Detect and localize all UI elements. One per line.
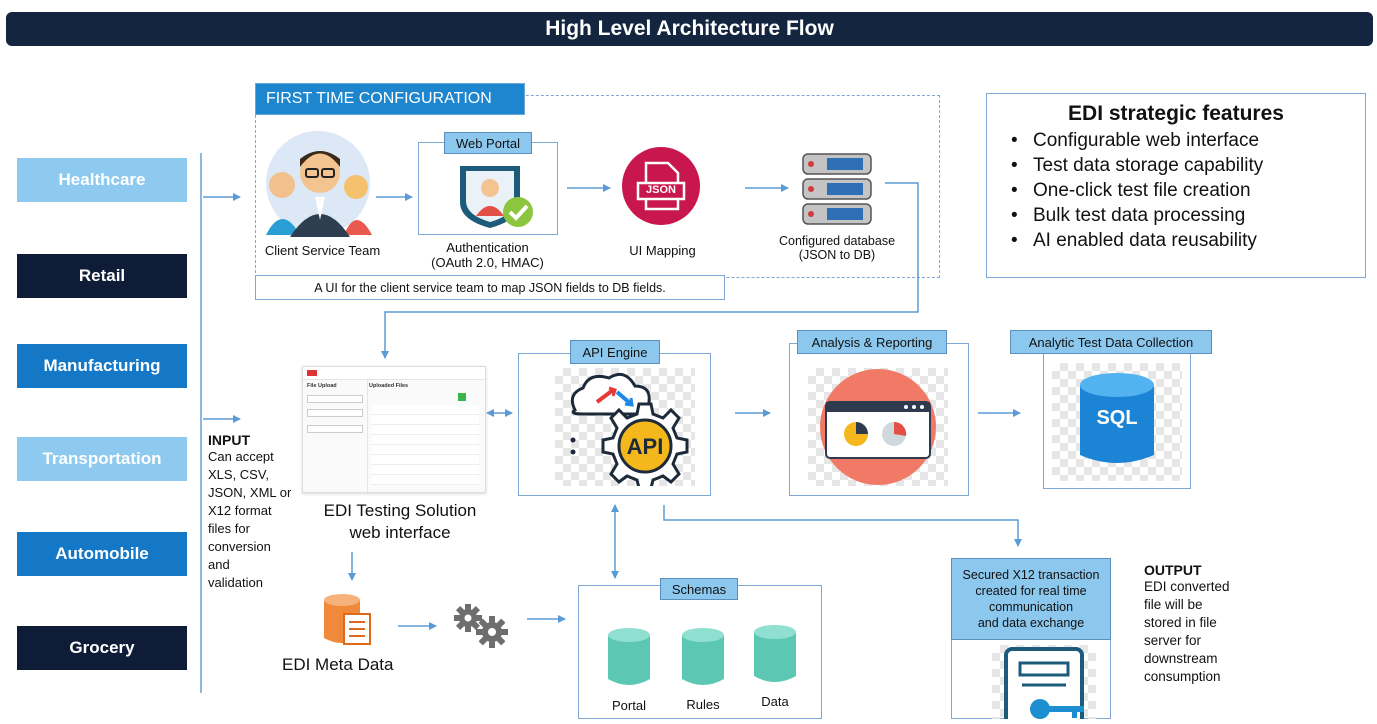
industry-manufacturing[interactable]: Manufacturing	[17, 344, 187, 388]
industry-retail[interactable]: Retail	[17, 254, 187, 298]
output-line: server for	[1144, 633, 1202, 648]
feature-item: AI enabled data reusability	[1011, 228, 1365, 253]
ui-mapping-label: UI Mapping	[629, 243, 696, 258]
mock-topbar	[303, 367, 485, 380]
feature-item: One-click test file creation	[1011, 178, 1365, 203]
page-title: High Level Architecture Flow	[6, 12, 1373, 46]
secured-line: and data exchange	[977, 616, 1085, 630]
config-note: A UI for the client service team to map …	[255, 275, 725, 300]
authentication-shield-icon	[452, 160, 542, 230]
strategic-features-heading: EDI strategic features	[1068, 102, 1284, 125]
configured-database-line2: (JSON to DB)	[798, 248, 876, 262]
meta-data-icon	[320, 592, 375, 647]
edi-meta-data-label: EDI Meta Data	[282, 655, 394, 674]
schema-data-label: Data	[761, 694, 789, 709]
secured-line: communication	[988, 600, 1074, 614]
analytic-collection-label: Analytic Test Data Collection	[1010, 330, 1212, 354]
secured-line: Secured X12 transaction	[962, 568, 1100, 582]
output-line: EDI converted	[1144, 579, 1230, 594]
json-icon-text: JSON	[646, 184, 676, 196]
mock-add-button-icon	[458, 393, 466, 401]
client-service-team-icon	[260, 125, 380, 240]
industry-grocery[interactable]: Grocery	[17, 626, 187, 670]
input-description: INPUT Can accept XLS, CSV, JSON, XML or …	[208, 432, 303, 592]
configured-database-line1: Configured database	[778, 234, 896, 248]
first-time-configuration-tab: FIRST TIME CONFIGURATION	[255, 83, 525, 115]
web-interface-screenshot: File Upload Uploaded Files	[302, 366, 486, 493]
secured-file-key-icon	[992, 645, 1096, 724]
industry-automobile[interactable]: Automobile	[17, 532, 187, 576]
arrow-api-to-secured	[663, 505, 1022, 547]
input-line: Can accept	[208, 449, 274, 464]
api-gear-icon: API	[555, 368, 695, 490]
output-description: OUTPUT EDI converted file will be stored…	[1144, 562, 1264, 686]
schema-rules-label: Rules	[686, 697, 720, 712]
schema-portal-label: Portal	[612, 698, 646, 713]
feature-item: Bulk test data processing	[1011, 203, 1365, 228]
analysis-chart-icon	[808, 368, 948, 486]
input-line: validation	[208, 575, 263, 590]
strategic-features-box: EDI strategic features Configurable web …	[986, 93, 1366, 278]
output-line: consumption	[1144, 669, 1221, 684]
input-line: X12 format	[208, 503, 272, 518]
api-icon-text: API	[626, 434, 664, 459]
database-icon	[797, 150, 877, 230]
input-line: and	[208, 557, 230, 572]
input-line: JSON, XML or	[208, 485, 292, 500]
portal-db-icon	[606, 627, 652, 689]
secured-line: created for real time	[975, 584, 1087, 598]
client-service-team-label: Client Service Team	[264, 243, 381, 258]
schemas-label: Schemas	[660, 578, 738, 600]
strategic-features-list: Configurable web interface Test data sto…	[987, 128, 1365, 253]
arrow-db-to-web-interface	[381, 182, 919, 359]
industry-transportation[interactable]: Transportation	[17, 437, 187, 481]
configured-database-label: Configured database (JSON to DB)	[762, 234, 912, 262]
gears-icon	[452, 602, 514, 650]
mock-file-upload-title: File Upload	[307, 383, 337, 389]
input-heading: INPUT	[208, 432, 250, 448]
sql-database-icon: SQL	[1052, 363, 1182, 481]
output-line: file will be	[1144, 597, 1203, 612]
feature-item: Test data storage capability	[1011, 153, 1365, 178]
output-line: stored in file	[1144, 615, 1217, 630]
json-icon: JSON	[622, 147, 700, 225]
mock-uploaded-files-title: Uploaded Files	[369, 383, 409, 389]
authentication-line2: (OAuth 2.0, HMAC)	[431, 255, 544, 270]
mock-select-2	[307, 425, 363, 433]
mock-divider	[367, 379, 368, 492]
industry-healthcare[interactable]: Healthcare	[17, 158, 187, 202]
secured-transaction-label: Secured X12 transaction created for real…	[951, 558, 1111, 640]
output-heading: OUTPUT	[1144, 562, 1202, 578]
rules-db-icon	[680, 627, 726, 689]
authentication-label: Authentication (OAuth 2.0, HMAC)	[415, 240, 560, 270]
sql-icon-text: SQL	[1096, 407, 1138, 429]
web-interface-line1: EDI Testing Solution	[323, 501, 477, 520]
input-line: conversion	[208, 539, 271, 554]
mock-upload-field	[307, 395, 363, 403]
data-db-icon	[752, 624, 798, 686]
industry-connector-line	[200, 153, 202, 693]
analysis-reporting-label: Analysis & Reporting	[797, 330, 947, 354]
mock-logo-icon	[307, 370, 317, 376]
mock-table-rows	[371, 405, 479, 485]
api-engine-label: API Engine	[570, 340, 660, 364]
input-line: files for	[208, 521, 250, 536]
authentication-line1: Authentication	[446, 240, 529, 255]
input-line: XLS, CSV,	[208, 467, 269, 482]
feature-item: Configurable web interface	[1011, 128, 1365, 153]
web-interface-line2: web interface	[349, 523, 451, 542]
web-portal-label: Web Portal	[444, 132, 532, 154]
output-line: downstream	[1144, 651, 1218, 666]
web-interface-label: EDI Testing Solution web interface	[300, 500, 500, 544]
mock-select-1	[307, 409, 363, 417]
